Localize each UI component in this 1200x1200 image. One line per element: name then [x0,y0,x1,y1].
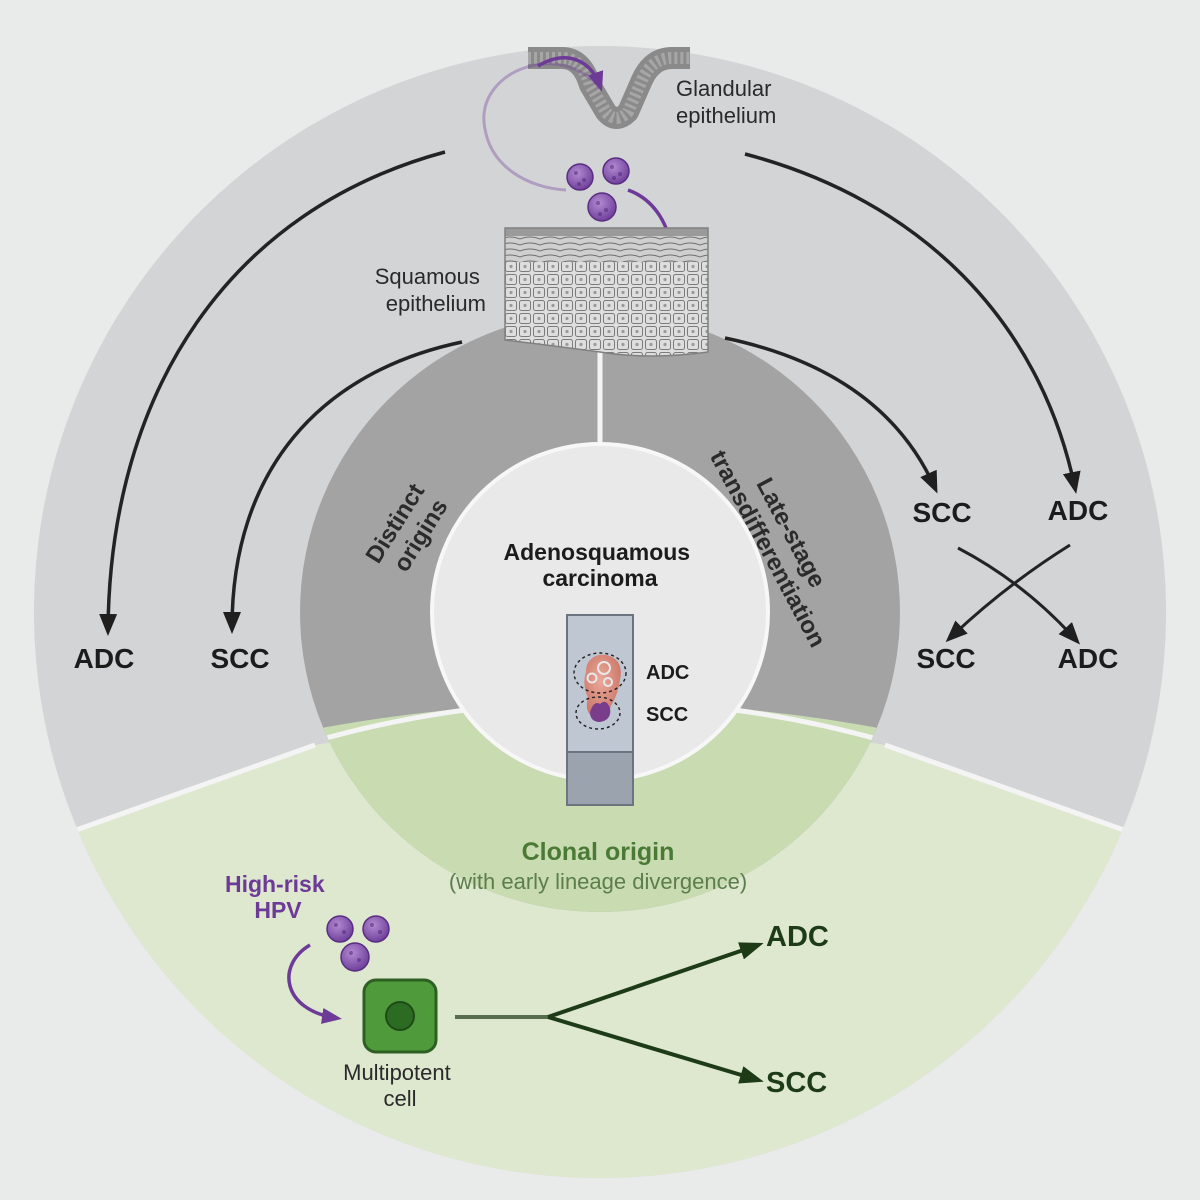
clonal-origin-title: Clonal origin [522,838,675,866]
squamous-label: Squamous epithelium [375,264,486,316]
right-adc-bottom-label: ADC [1058,643,1119,674]
green-scc-label: SCC [766,1067,827,1099]
clonal-origin-subtitle: (with early lineage divergence) [449,869,747,894]
green-adc-label: ADC [766,921,829,953]
glandular-epithelium-icon [528,47,690,129]
slide-adc-label: ADC [646,662,689,684]
infection-arrow-glandular [537,56,604,92]
arrow-adc-to-scc [945,543,1071,643]
arrow-to-scc-green [547,1015,764,1084]
squamous-epithelium-icon [504,227,709,357]
infection-arrow-multipotent [287,943,342,1024]
hpv-virion-icon [566,157,630,222]
right-scc-bottom-label: SCC [916,643,975,674]
infection-arrow-tail [482,62,602,192]
left-scc-label: SCC [210,643,269,674]
right-adc-top-label: ADC [1048,495,1109,526]
arrow-scc-to-adc [957,546,1081,645]
glandular-label: Glandular epithelium [676,76,778,128]
arrow-glandular-to-adc-left [99,150,446,636]
multipotent-cell-icon [362,978,438,1054]
multipotent-label: Multipotent cell [343,1060,457,1111]
hpv-label: High-risk HPV [225,871,331,923]
arrow-squamous-to-scc-right [724,336,938,494]
center-title: Adenosquamous carcinoma [504,539,697,591]
right-scc-top-label: SCC [912,497,971,528]
hpv-virion-icon [326,915,390,972]
slide-scc-label: SCC [646,704,688,726]
arrow-glandular-to-adc-right [744,152,1081,494]
arrow-to-adc-green [547,942,764,1019]
arrow-squamous-to-scc-left [223,340,463,634]
left-adc-label: ADC [74,643,135,674]
tissue-slide-icon [566,614,634,806]
